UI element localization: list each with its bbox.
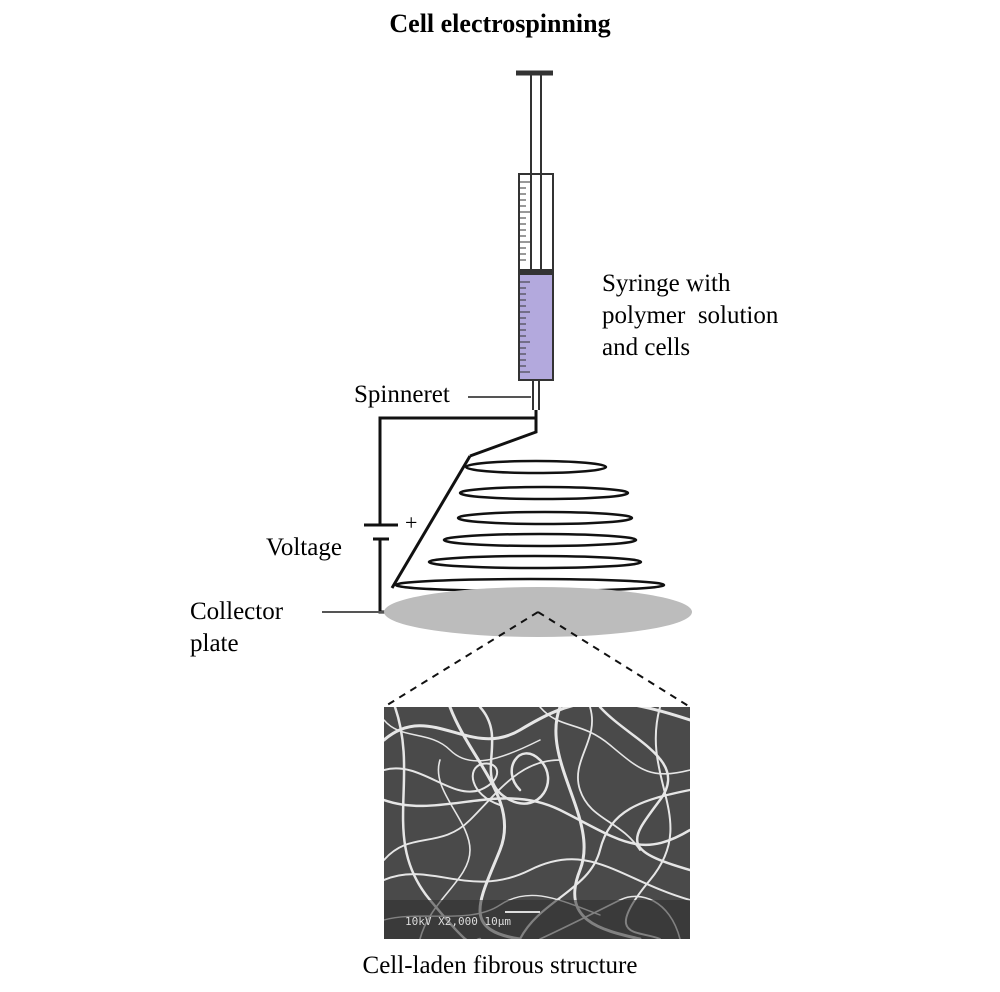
fiber xyxy=(384,797,690,846)
fiber xyxy=(393,707,482,939)
zoom-line-left xyxy=(383,611,539,708)
plunger-stopper xyxy=(519,269,553,275)
wire-to-collector xyxy=(378,539,386,614)
fiber xyxy=(384,707,690,742)
sem-info-bar xyxy=(384,900,690,939)
whip-loop-2 xyxy=(458,485,630,501)
straight-jet xyxy=(469,410,538,458)
micrograph-caption: Cell-laden fibrous structure xyxy=(362,952,638,979)
barrel-scale-lower xyxy=(520,281,530,373)
fiber xyxy=(384,858,690,901)
fiber xyxy=(539,707,690,775)
fiber xyxy=(598,707,690,872)
sem-scale-text: 10kV X2,000 10µm xyxy=(405,915,511,928)
wire-to-spinneret xyxy=(378,410,538,525)
spinneret-label: Spinneret xyxy=(354,381,450,408)
syringe xyxy=(516,70,554,410)
polymer-jet xyxy=(390,410,666,593)
syringe-label: Syringe with polymer solution and cells xyxy=(602,270,779,361)
collector-plate-label: Collector plate xyxy=(190,598,284,657)
barrel-scale-upper xyxy=(520,181,530,261)
whip-loop-4 xyxy=(442,532,638,548)
cone-edge xyxy=(390,455,472,589)
positive-terminal-label: + xyxy=(405,510,418,535)
fiber xyxy=(384,759,561,861)
diagram-title: Cell electrospinning xyxy=(389,9,611,38)
syringe-barrel xyxy=(518,173,554,381)
voltage-label: Voltage xyxy=(266,534,342,561)
zoom-line-right xyxy=(537,611,691,708)
fiber xyxy=(478,707,550,805)
fiber xyxy=(384,762,501,806)
fiber-network xyxy=(384,707,690,939)
whip-loop-1 xyxy=(464,459,608,475)
sem-micrograph: 10kV X2,000 10µm xyxy=(384,707,690,939)
whip-loop-5 xyxy=(427,554,643,570)
whip-loop-3 xyxy=(456,510,634,526)
fiber xyxy=(384,719,541,762)
polymer-solution xyxy=(520,274,552,379)
